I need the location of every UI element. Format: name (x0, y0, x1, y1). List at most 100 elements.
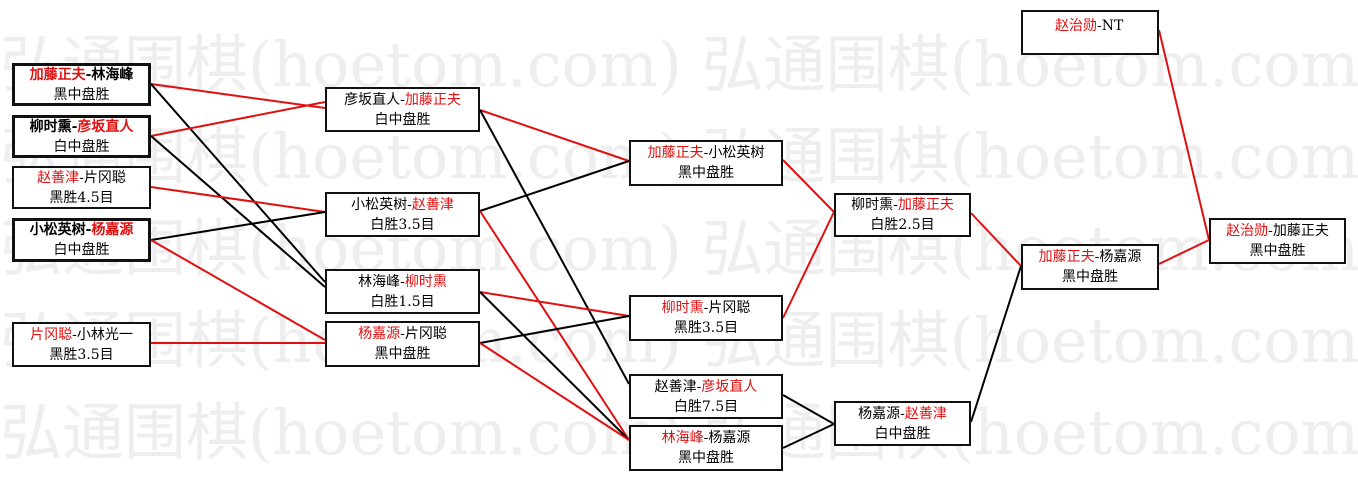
match-box: 彦坂直人-加藤正夫 白中盘胜 (325, 87, 480, 132)
player-1: 片冈聪 (30, 326, 73, 343)
match-players: 柳时熏-彦坂直人 (29, 118, 134, 135)
player-2: 杨嘉源 (708, 430, 751, 446)
match-players: 加藤正夫-小松英树 (647, 145, 765, 161)
player-2: NT (1101, 18, 1124, 34)
connector-line (479, 291, 630, 441)
match-result: 白中盘胜 (374, 111, 431, 128)
match-players: 赵善津-彦坂直人 (654, 378, 758, 395)
player-1: 柳时熏 (661, 300, 704, 316)
player-2: 杨嘉源 (91, 222, 134, 238)
connector-line (479, 315, 630, 344)
match-players: 赵治勋-NT (1055, 18, 1124, 34)
match-result: 黑胜3.5目 (49, 346, 114, 363)
player-2: 片冈聪 (404, 326, 447, 342)
player-1: 彦坂直人 (344, 91, 401, 108)
match-box: 小松英树-赵善津 白胜3.5目 (325, 192, 480, 237)
match-result: 黑中盘胜 (53, 86, 110, 103)
connector-line (970, 265, 1022, 423)
match-box: 柳时熏-片冈聪 黑胜3.5目 (629, 295, 783, 341)
player-1: 林海峰 (661, 430, 704, 446)
player-2: 小松英树 (708, 145, 765, 161)
match-players: 杨嘉源-片冈聪 (358, 326, 447, 342)
player-2: 赵善津 (411, 196, 454, 213)
match-result: 白胜2.5目 (870, 217, 935, 233)
match-box: 林海峰-柳时熏 白胜1.5目 (325, 269, 480, 314)
player-1: 林海峰 (358, 273, 401, 290)
connector-line (782, 159, 835, 213)
match-box: 赵治勋-NT (1021, 10, 1159, 55)
match-players: 加藤正夫-林海峰 (29, 66, 134, 83)
connector-line (150, 83, 326, 283)
player-2: 片冈聪 (708, 300, 751, 316)
player-1: 小松英树 (29, 222, 86, 238)
connector-line (782, 394, 835, 425)
match-box: 杨嘉源-片冈聪 黑中盘胜 (325, 321, 480, 367)
connector-line (479, 109, 630, 385)
connector-line (970, 212, 1022, 267)
connector-line (479, 291, 630, 317)
match-result: 黑中盘胜 (678, 165, 734, 181)
match-result: 黑胜4.5目 (49, 189, 114, 206)
player-2: 小林光一 (76, 326, 133, 343)
connector-line (150, 186, 326, 213)
match-result: 白胜1.5目 (370, 293, 435, 310)
match-box: 赵治勋-加藤正夫 黑中盘胜 (1209, 218, 1346, 264)
player-1: 柳时熏 (851, 197, 894, 213)
match-players: 赵治勋-加藤正夫 (1226, 223, 1329, 239)
match-box: 赵善津-片冈聪 黑胜4.5目 (12, 166, 151, 209)
connector-line (1158, 239, 1210, 265)
player-2: 林海峰 (91, 66, 134, 83)
connector-line (150, 135, 326, 288)
match-box: 赵善津-彦坂直人 白胜7.5目 (629, 374, 783, 419)
match-result: 白胜3.5目 (370, 216, 435, 233)
player-1: 加藤正夫 (1038, 249, 1095, 265)
connector-line (150, 239, 326, 341)
player-1: 赵善津 (654, 378, 697, 395)
player-2: 片冈聪 (83, 169, 126, 186)
match-box: 加藤正夫-杨嘉源 黑中盘胜 (1021, 244, 1159, 290)
match-result: 白中盘胜 (874, 425, 931, 442)
match-box: 林海峰-杨嘉源 黑中盘胜 (629, 425, 783, 471)
match-players: 小松英树-赵善津 (351, 196, 454, 213)
match-players: 彦坂直人-加藤正夫 (344, 91, 461, 108)
match-result: 白中盘胜 (53, 242, 110, 258)
match-box: 杨嘉源-赵善津 白中盘胜 (834, 401, 971, 446)
match-players: 杨嘉源-赵善津 (858, 405, 947, 422)
match-box: 小松英树-杨嘉源 白中盘胜 (12, 218, 151, 262)
connector-line (782, 423, 835, 449)
player-2: 彦坂直人 (77, 118, 134, 135)
connector-line (1158, 29, 1210, 241)
player-1: 杨嘉源 (358, 326, 401, 342)
match-players: 小松英树-杨嘉源 (29, 222, 134, 238)
connector-line (479, 109, 630, 162)
match-box: 片冈聪-小林光一 黑胜3.5目 (12, 322, 151, 367)
connector-line (479, 342, 630, 441)
player-2: 杨嘉源 (1099, 249, 1142, 265)
match-players: 片冈聪-小林光一 (30, 326, 133, 343)
match-players: 林海峰-杨嘉源 (661, 430, 751, 446)
match-result: 黑胜3.5目 (673, 320, 739, 336)
player-2: 加藤正夫 (404, 91, 461, 108)
match-result: 黑中盘胜 (374, 346, 431, 362)
match-result: 白中盘胜 (53, 138, 110, 155)
player-1: 柳时熏 (29, 118, 72, 135)
match-box: 加藤正夫-小松英树 黑中盘胜 (629, 140, 783, 186)
player-2: 柳时熏 (404, 273, 447, 290)
match-result: 黑中盘胜 (1062, 269, 1118, 285)
connector-line (150, 101, 326, 137)
match-result: 黑中盘胜 (1249, 243, 1306, 259)
player-1: 赵治勋 (1055, 18, 1097, 34)
player-2: 赵善津 (904, 405, 947, 422)
match-result: 黑中盘胜 (678, 450, 734, 466)
connector-line (782, 211, 835, 319)
match-box: 柳时熏-彦坂直人 白中盘胜 (12, 115, 151, 158)
player-2: 加藤正夫 (897, 197, 954, 213)
match-box: 加藤正夫-林海峰 黑中盘胜 (12, 63, 151, 106)
match-players: 柳时熏-加藤正夫 (851, 197, 954, 213)
player-1: 杨嘉源 (858, 405, 901, 422)
connector-line (150, 211, 326, 241)
player-1: 加藤正夫 (29, 66, 86, 83)
player-1: 赵治勋 (1226, 223, 1269, 239)
match-players: 林海峰-柳时熏 (358, 273, 447, 290)
connector-line (479, 210, 630, 441)
